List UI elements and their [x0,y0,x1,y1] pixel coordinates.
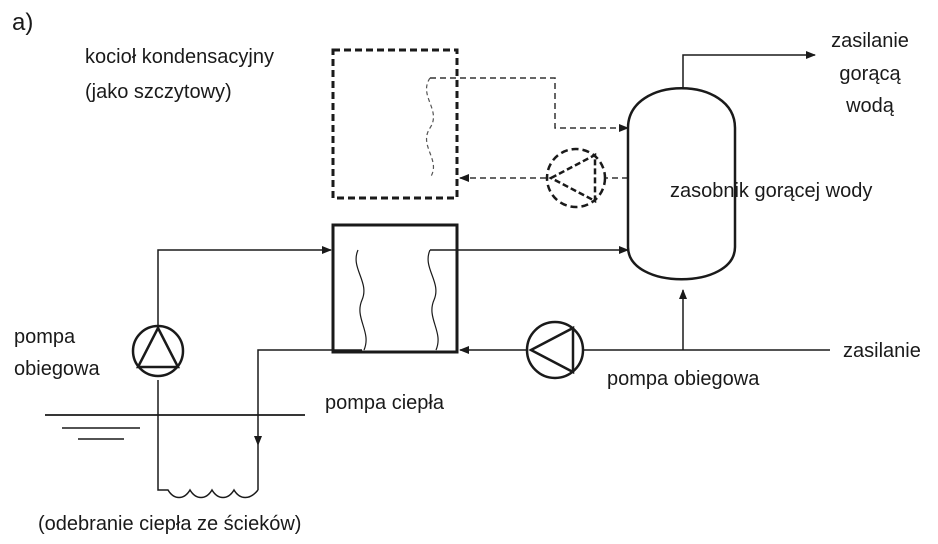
boiler-heat-exchanger-coil [425,77,435,179]
left-circuit-supply-line [157,246,332,327]
heat-pump-evaporator-coil [355,249,367,351]
boiler-supply-dashed-line [430,77,629,132]
sewage-heat-label: (odebranie ciepła ze ścieków) [38,513,301,535]
tank-label: zasobnik gorącej wody [670,180,872,202]
heat-pump-label: pompa ciepła [325,392,445,414]
heat-pump-box [331,223,459,354]
heat-pump-condenser-coil [427,249,439,351]
hot-water-tank [626,87,737,281]
left-pump-label-line1: pompa [14,326,76,348]
hot-water-outlet-line [682,51,816,88]
left-pump-label-line2: obiegowa [14,358,101,380]
sewage-heat-exchanger-loop [157,380,259,499]
left-pump-triangle [135,325,181,369]
hot-supply-label-line2: gorącą [839,63,901,85]
right-pump-triangle [528,325,575,375]
right-circulation-pump [525,320,585,380]
hot-supply-label-line1: zasilanie [831,30,909,52]
hot-supply-label-line3: wodą [845,95,895,117]
left-circuit-return-line [254,349,362,446]
boiler-circulation-pump [545,147,607,209]
figure-label: a) [12,9,33,36]
right-pump-label: pompa obiegowa [607,368,760,390]
condensing-boiler-box [331,48,459,200]
left-circulation-pump [131,324,185,378]
boiler-label-line2: (jako szczytowy) [85,81,232,103]
boiler-label-line1: kocioł kondensacyjny [85,46,274,68]
supply-label: zasilanie [843,340,921,362]
boiler-pump-triangle [548,152,597,204]
